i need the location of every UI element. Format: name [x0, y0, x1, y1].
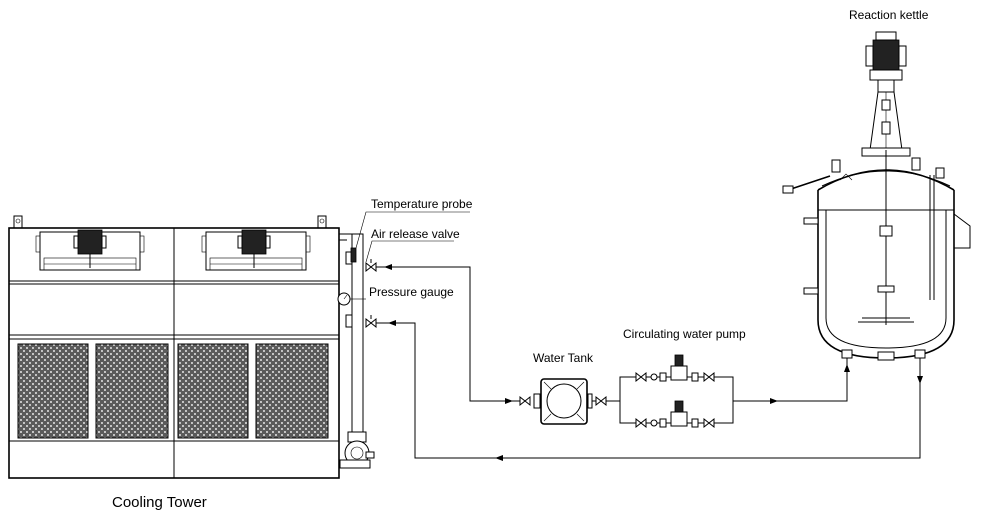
tower-circulation-pump — [339, 431, 375, 469]
water-tank — [519, 378, 607, 425]
pressure-gauge-label: Pressure gauge — [369, 285, 454, 299]
fill-panel-2 — [95, 343, 169, 439]
fill-panel-1 — [17, 343, 89, 439]
pump-to-kettle-line — [733, 355, 850, 404]
pump-upper — [635, 354, 715, 383]
outlet-valve-icon — [365, 259, 377, 273]
supply-line — [376, 264, 520, 404]
reaction-kettle — [782, 31, 971, 361]
water-tank-label: Water Tank — [533, 351, 594, 365]
leader-lines — [350, 211, 470, 300]
reaction-kettle-label: Reaction kettle — [849, 8, 929, 22]
pump-lower — [635, 400, 715, 429]
circulating-pump-group — [619, 354, 734, 429]
fan-unit-right — [201, 229, 311, 271]
cooling-tower-label: Cooling Tower — [112, 494, 207, 511]
pressure-gauge-icon — [337, 292, 351, 306]
return-valve-icon — [365, 315, 377, 329]
fan-unit-left — [35, 229, 145, 271]
cooling-tower — [8, 215, 375, 479]
fill-panel-4 — [255, 343, 329, 439]
fill-panel-3 — [177, 343, 249, 439]
air-release-valve-label: Air release valve — [371, 227, 460, 241]
temperature-probe-icon — [350, 247, 357, 263]
return-line — [376, 320, 923, 461]
circulating-water-pump-label: Circulating water pump — [623, 327, 746, 341]
temperature-probe-label: Temperature probe — [371, 197, 473, 211]
